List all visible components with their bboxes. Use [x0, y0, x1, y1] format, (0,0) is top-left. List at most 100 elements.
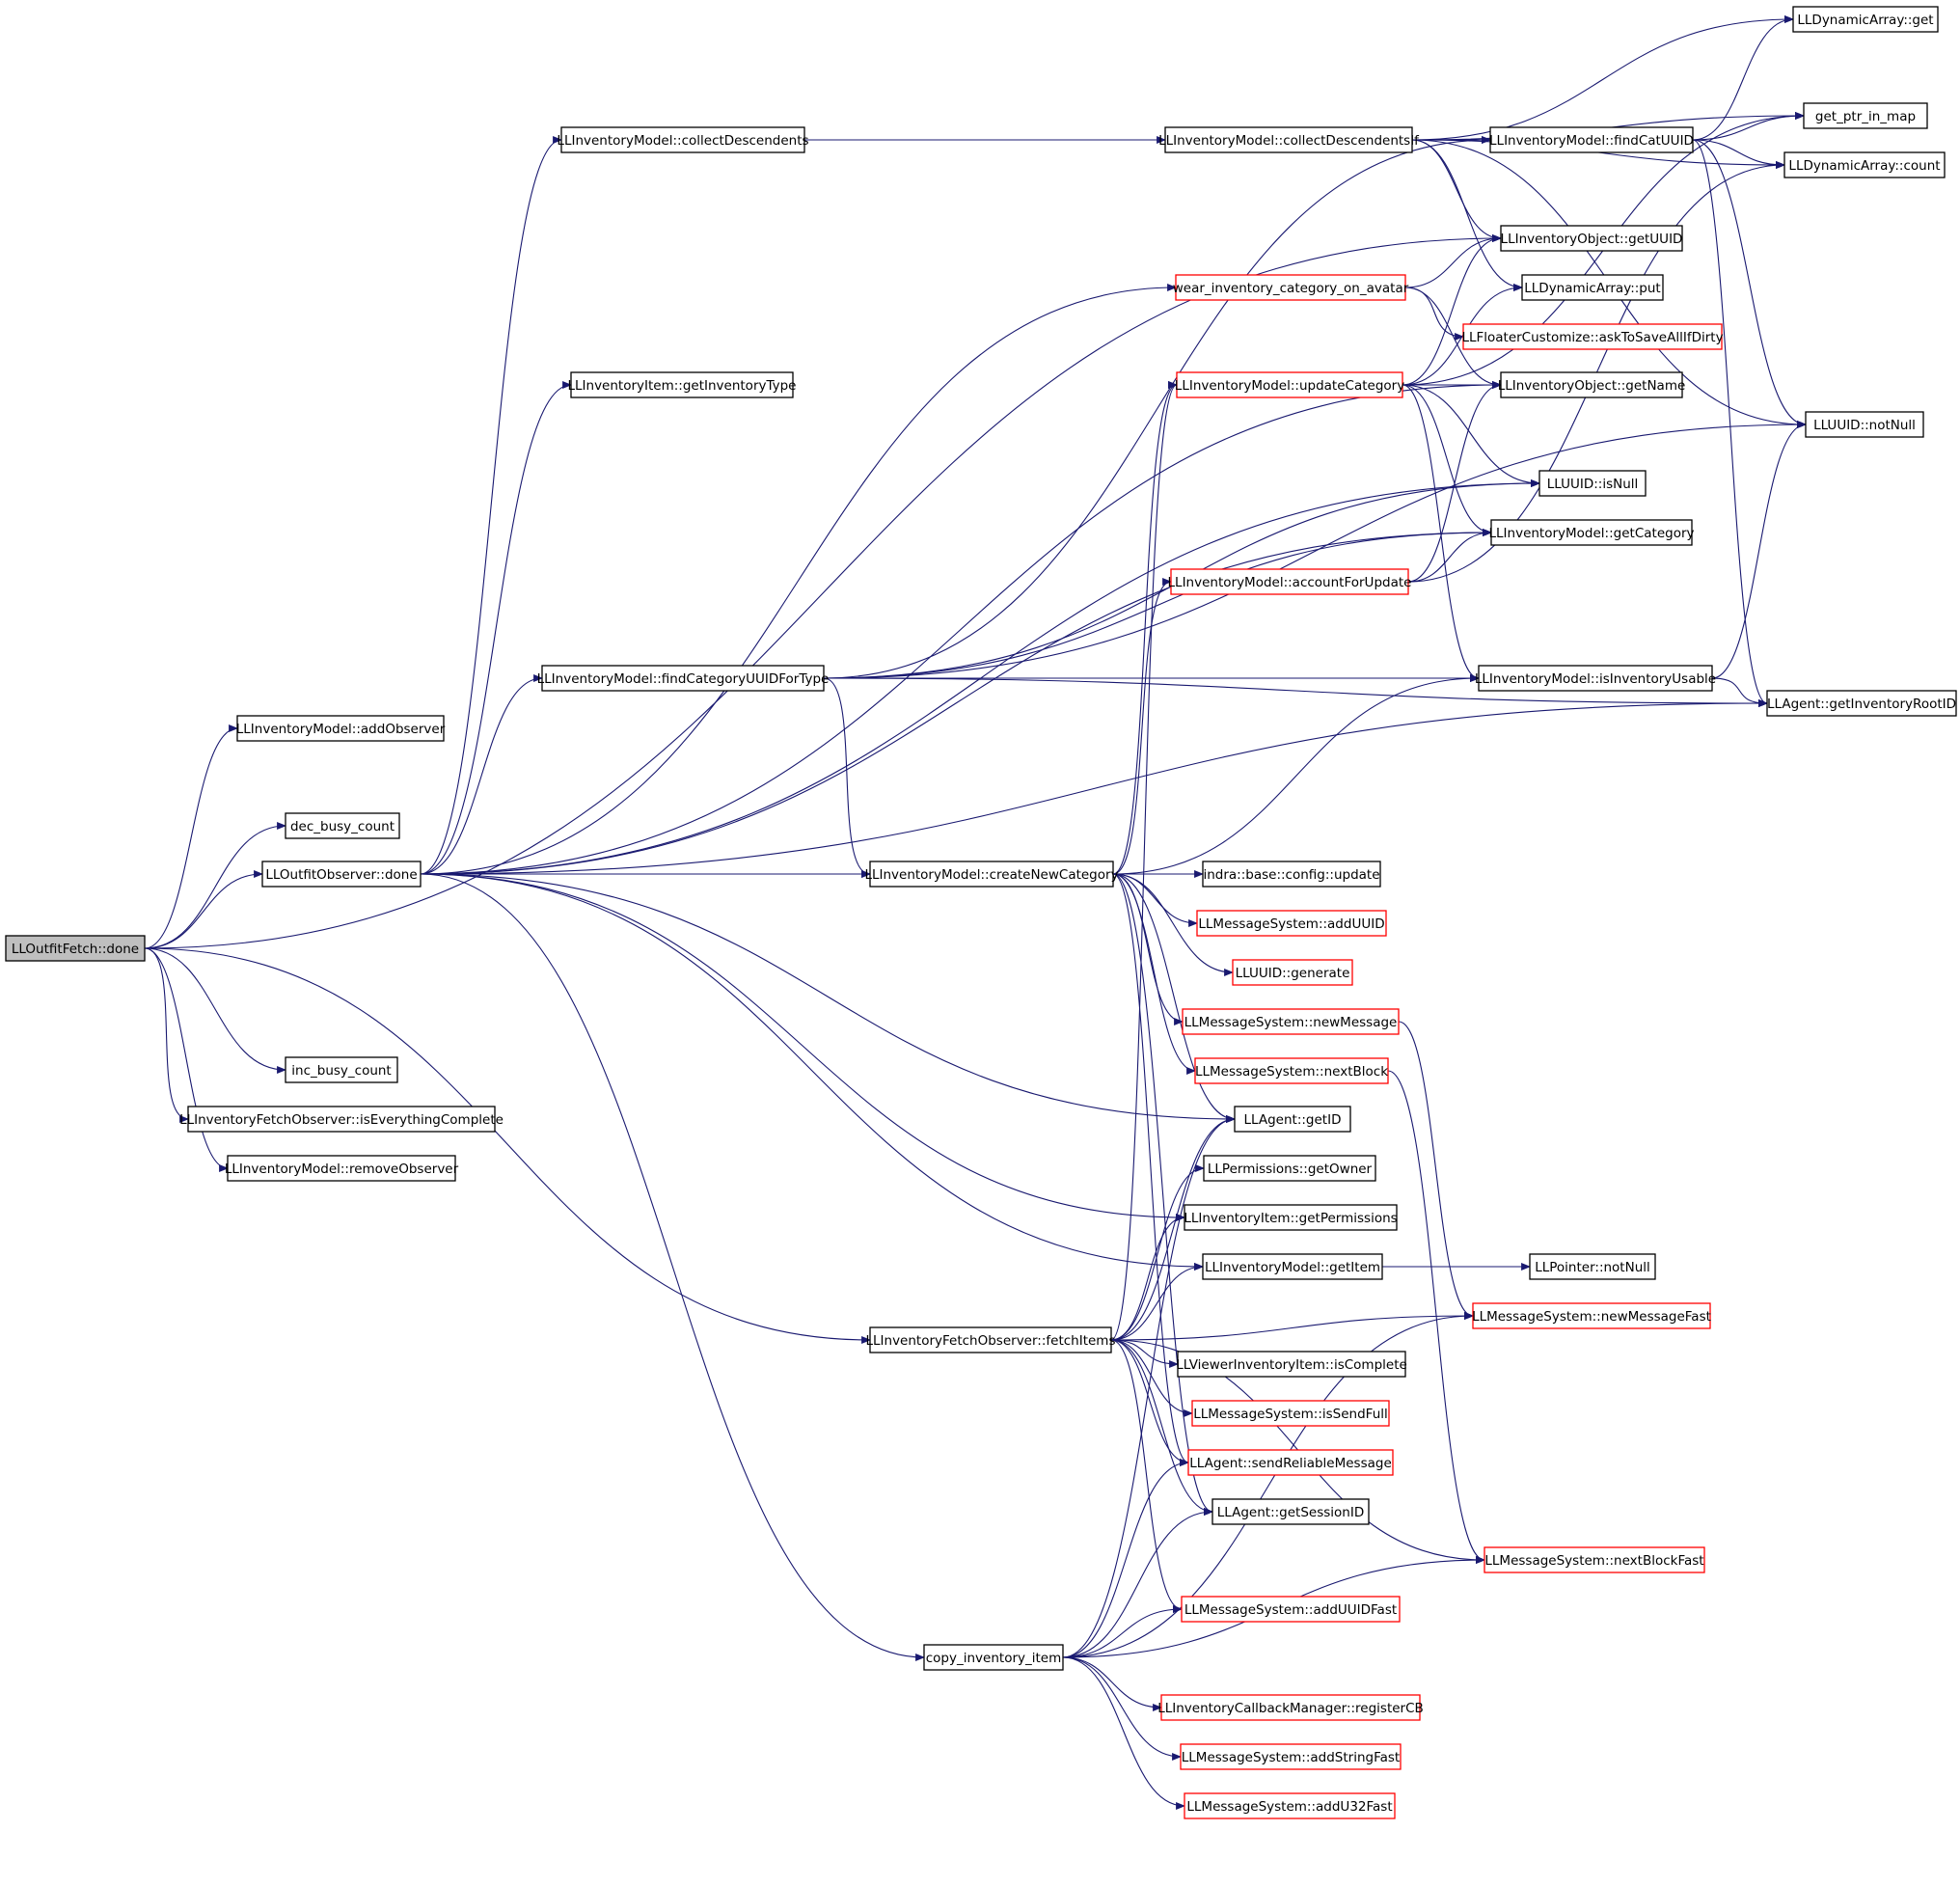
edge-collectdescif-to-getuuid	[1411, 139, 1502, 242]
node-box	[285, 1056, 398, 1083]
node-llinventorymodel-collectdescendentsif[interactable]: LLInventoryModel::collectDescendentsIf	[1158, 126, 1420, 153]
node-box	[1182, 1008, 1400, 1035]
node-label: LLInventoryModel::accountForUpdate	[1168, 575, 1412, 590]
node-llagent-getinventoryrootid[interactable]: LLAgent::getInventoryRootID	[1766, 690, 1957, 717]
node-llinventorymodel-findcategoryuuidfortype[interactable]: LLInventoryModel::findCategoryUUIDForTyp…	[537, 665, 830, 692]
node-llinventorymodel-accountforupdate[interactable]: LLInventoryModel::accountForUpdate	[1168, 568, 1412, 595]
node-box	[1538, 470, 1647, 497]
node-llmessagesystem-addstringfast[interactable]: LLMessageSystem::addStringFast	[1180, 1743, 1402, 1770]
node-llagent-sendreliablemessage[interactable]: LLAgent::sendReliableMessage	[1187, 1449, 1394, 1476]
node-label: LLInventoryCallbackManager::registerCB	[1157, 1701, 1424, 1716]
edge-copyinvitem-to-registercb	[1062, 1656, 1162, 1711]
node-label: LLInventoryModel::addObserver	[236, 722, 446, 737]
node-llmessagesystem-newmessagefast[interactable]: LLMessageSystem::newMessageFast	[1472, 1302, 1711, 1329]
edge-findcatuuid-to-dacount	[1692, 139, 1785, 169]
node-label: LLInventoryItem::getInventoryType	[567, 378, 796, 394]
node-label: LLInventoryModel::getItem	[1205, 1260, 1380, 1275]
edge-root-to-iseverything	[144, 947, 189, 1123]
node-llmessagesystem-nextblock[interactable]: LLMessageSystem::nextBlock	[1194, 1057, 1389, 1084]
node-box	[1164, 126, 1413, 153]
node-lldynamicarray-count[interactable]: LLDynamicArray::count	[1783, 151, 1946, 178]
node-box	[1234, 1106, 1351, 1133]
node-llinventoryobject-getuuid[interactable]: LLInventoryObject::getUUID	[1500, 225, 1683, 252]
node-llinventorymodel-getitem[interactable]: LLInventoryModel::getItem	[1202, 1253, 1383, 1280]
node-wear-inventory-category-on-avatar[interactable]: wear_inventory_category_on_avatar	[1173, 274, 1409, 301]
node-box	[1792, 6, 1939, 33]
node-box	[1489, 126, 1694, 153]
node-label: LLMessageSystem::nextBlockFast	[1484, 1553, 1703, 1569]
node-get-ptr-in-map[interactable]: get_ptr_in_map	[1803, 102, 1928, 129]
node-lldynamicarray-put[interactable]: LLDynamicArray::put	[1521, 274, 1664, 301]
node-llinventoryobject-getname[interactable]: LLInventoryObject::getName	[1498, 371, 1686, 398]
node-llinventorymodel-addobserver[interactable]: LLInventoryModel::addObserver	[236, 715, 446, 742]
node-indra-base-config-update[interactable]: indra::base::config::update	[1202, 861, 1381, 888]
node-llmessagesystem-newmessage[interactable]: LLMessageSystem::newMessage	[1182, 1008, 1400, 1035]
node-llagent-getid[interactable]: LLAgent::getID	[1234, 1106, 1351, 1133]
edge-findcatfortype-to-invrootid	[823, 677, 1768, 707]
edge-fetchitems-to-sendreliable	[1110, 1339, 1189, 1466]
edge-fetchitems-to-newmessagefast	[1110, 1312, 1474, 1341]
node-llinventorymodel-isinventoryusable[interactable]: LLInventoryModel::isInventoryUsable	[1475, 665, 1716, 692]
node-label: LLViewerInventoryItem::isComplete	[1176, 1357, 1407, 1373]
node-llinventorymodel-findcatuuid[interactable]: LLInventoryModel::findCatUUID	[1489, 126, 1694, 153]
node-box	[187, 1106, 496, 1133]
node-llinventorymodel-updatecategory[interactable]: LLInventoryModel::updateCategory	[1175, 371, 1404, 398]
node-label: LLAgent::getSessionID	[1217, 1505, 1364, 1520]
node-llpointer-notnull[interactable]: LLPointer::notNull	[1529, 1253, 1656, 1280]
node-label: LLAgent::getInventoryRootID	[1767, 697, 1956, 712]
edge-copyinvitem-to-sendreliable	[1062, 1459, 1189, 1658]
node-lloutfitobserver-done[interactable]: LLOutfitObserver::done	[261, 861, 422, 888]
node-copy-inventory-item[interactable]: copy_inventory_item	[923, 1644, 1064, 1671]
node-label: LLMessageSystem::newMessageFast	[1472, 1309, 1711, 1325]
node-llinventoryitem-getpermissions[interactable]: LLInventoryItem::getPermissions	[1184, 1204, 1398, 1231]
edge-fetchitems-to-getsessionid	[1110, 1339, 1213, 1516]
edge-updatecat-to-getcategory	[1402, 384, 1492, 536]
edge-outfitobsdone-to-invrootid	[420, 699, 1768, 875]
edge-fetchitems-to-getitem	[1110, 1263, 1204, 1341]
edge-fetchitems-to-getowner	[1110, 1164, 1205, 1341]
node-lluuid-generate[interactable]: LLUUID::generate	[1232, 959, 1353, 986]
edge-fetchitems-to-adduuidfast	[1110, 1339, 1183, 1613]
node-label: LLInventoryModel::createNewCategory	[864, 867, 1118, 883]
node-box	[1191, 1400, 1390, 1427]
edge-createnewcat-to-newmessage	[1112, 873, 1184, 1025]
node-label: LLInventoryModel::collectDescendents	[557, 133, 808, 149]
node-llinventoryfetchobserver-fetchitems[interactable]: LLInventoryFetchObserver::fetchItems	[865, 1326, 1116, 1353]
edge-findcatuuid-to-daget	[1692, 15, 1794, 141]
node-label: get_ptr_in_map	[1815, 109, 1916, 124]
node-label: LLAgent::getID	[1244, 1112, 1342, 1128]
node-box	[1766, 690, 1957, 717]
node-inc-busy-count[interactable]: inc_busy_count	[285, 1056, 398, 1083]
node-llmessagesystem-addu32fast[interactable]: LLMessageSystem::addU32Fast	[1184, 1792, 1396, 1819]
node-llmessagesystem-adduuidfast[interactable]: LLMessageSystem::addUUIDFast	[1181, 1596, 1401, 1623]
node-llviewerinventoryitem-iscomplete[interactable]: LLViewerInventoryItem::isComplete	[1176, 1351, 1407, 1378]
node-label: LLUUID::generate	[1236, 966, 1350, 981]
node-llagent-getsessionid[interactable]: LLAgent::getSessionID	[1211, 1498, 1370, 1525]
node-box	[1177, 1351, 1406, 1378]
node-lluuid-isnull[interactable]: LLUUID::isNull	[1538, 470, 1647, 497]
node-llfloatercustomize-asktosaveallifdirty[interactable]: LLFloaterCustomize::askToSaveAllIfDirty	[1461, 323, 1724, 350]
edge-createnewcat-to-sendreliable	[1112, 873, 1189, 1466]
node-llinventorymodel-getcategory[interactable]: LLInventoryModel::getCategory	[1489, 519, 1695, 546]
node-llinventorymodel-collectdescendents[interactable]: LLInventoryModel::collectDescendents	[557, 126, 809, 153]
node-llpermissions-getowner[interactable]: LLPermissions::getOwner	[1203, 1155, 1376, 1182]
node-llinventorymodel-createnewcategory[interactable]: LLInventoryModel::createNewCategory	[864, 861, 1119, 888]
node-llmessagesystem-adduuid[interactable]: LLMessageSystem::addUUID	[1196, 910, 1387, 937]
node-label: LLAgent::sendReliableMessage	[1189, 1456, 1392, 1471]
node-llinventorymodel-removeobserver[interactable]: LLInventoryModel::removeObserver	[225, 1155, 459, 1182]
node-dec-busy-count[interactable]: dec_busy_count	[285, 812, 400, 839]
edge-collectdescif-to-daget	[1411, 15, 1794, 141]
node-lluuid-notnull[interactable]: LLUUID::notNull	[1805, 411, 1924, 438]
node-lloutfitfetch-done[interactable]: LLOutfitFetch::done	[5, 935, 146, 962]
node-llmessagesystem-nextblockfast[interactable]: LLMessageSystem::nextBlockFast	[1484, 1546, 1705, 1573]
node-box	[923, 1644, 1064, 1671]
node-lldynamicarray-get[interactable]: LLDynamicArray::get	[1792, 6, 1939, 33]
edge-copyinvitem-to-addu32fast	[1062, 1656, 1185, 1810]
node-llinventorycallbackmanager-registercb[interactable]: LLInventoryCallbackManager::registerCB	[1157, 1694, 1424, 1721]
edge-outfitobsdone-to-copyinvitem	[420, 873, 925, 1661]
node-llinventoryfetchobserver-iseverythingcomplete[interactable]: LLInventoryFetchObserver::isEverythingCo…	[179, 1106, 504, 1133]
node-llinventoryitem-getinventorytype[interactable]: LLInventoryItem::getInventoryType	[567, 371, 797, 398]
edge-outfitobsdone-to-findcatfortype	[420, 674, 543, 875]
node-llmessagesystem-issendfull[interactable]: LLMessageSystem::isSendFull	[1191, 1400, 1390, 1427]
node-box	[541, 665, 825, 692]
